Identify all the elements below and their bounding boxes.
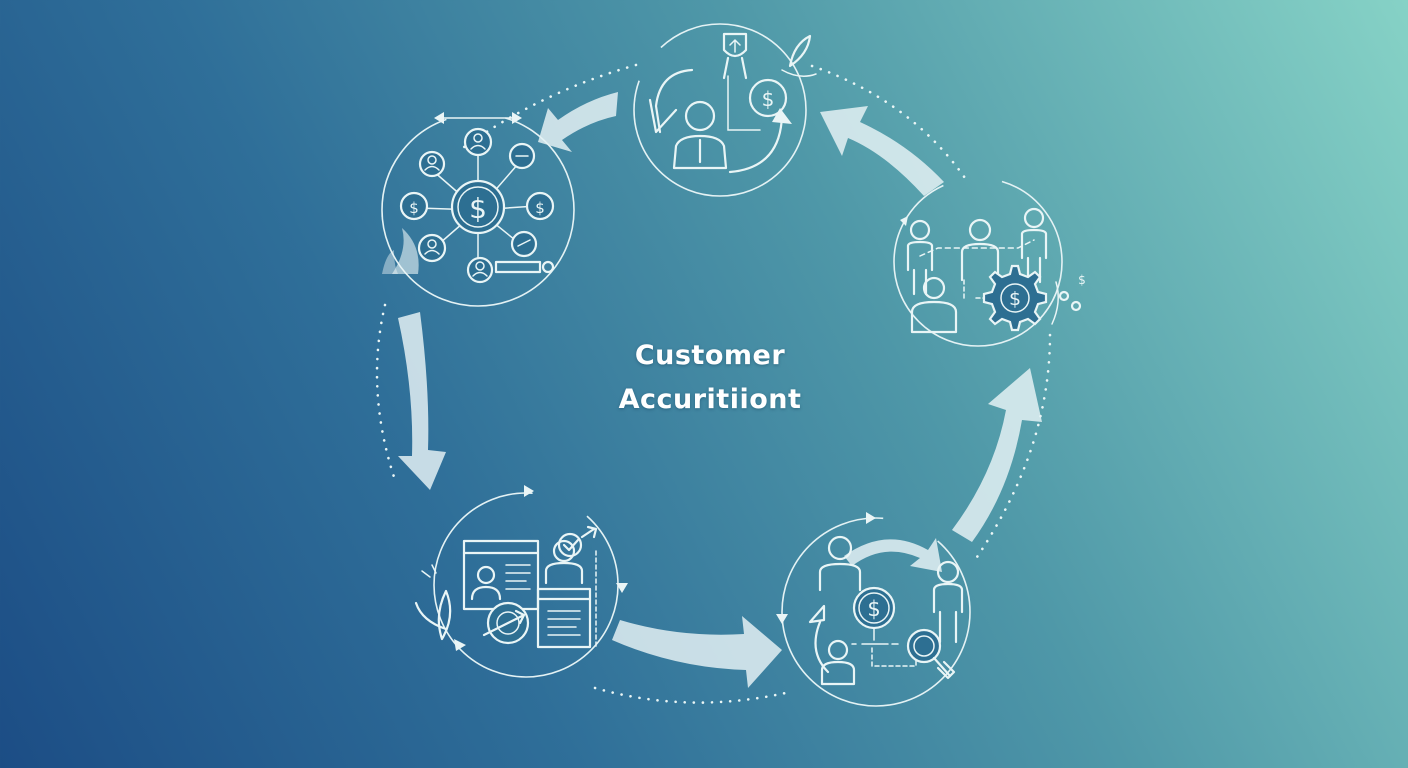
- svg-text:$: $: [1078, 273, 1086, 287]
- title-line-2: Accuritiiont: [618, 384, 802, 415]
- stage-bottom-right: $: [776, 512, 971, 707]
- svg-text:$: $: [535, 199, 545, 217]
- arrow-topleft-to-left: [398, 312, 446, 490]
- stage-top: $: [633, 23, 817, 197]
- diagram-title: Customer Accuritiiont: [560, 334, 860, 422]
- arrow-left-to-bottomright: [612, 616, 782, 688]
- stage-bottom-left: [414, 485, 628, 678]
- svg-text:$: $: [762, 87, 775, 111]
- stage-top-left: $ $ $: [381, 112, 575, 307]
- cycle-arrows: [398, 92, 1042, 688]
- svg-text:$: $: [867, 597, 880, 621]
- arrow-right-to-top: [820, 106, 944, 196]
- arrow-top-to-topleft: [538, 92, 618, 152]
- svg-text:$: $: [469, 192, 487, 225]
- svg-text:$: $: [1009, 288, 1021, 310]
- svg-text:$: $: [409, 199, 419, 217]
- title-line-1: Customer: [634, 340, 786, 371]
- stage-right: $ $: [893, 177, 1086, 347]
- arrow-bottomright-to-right: [952, 368, 1042, 542]
